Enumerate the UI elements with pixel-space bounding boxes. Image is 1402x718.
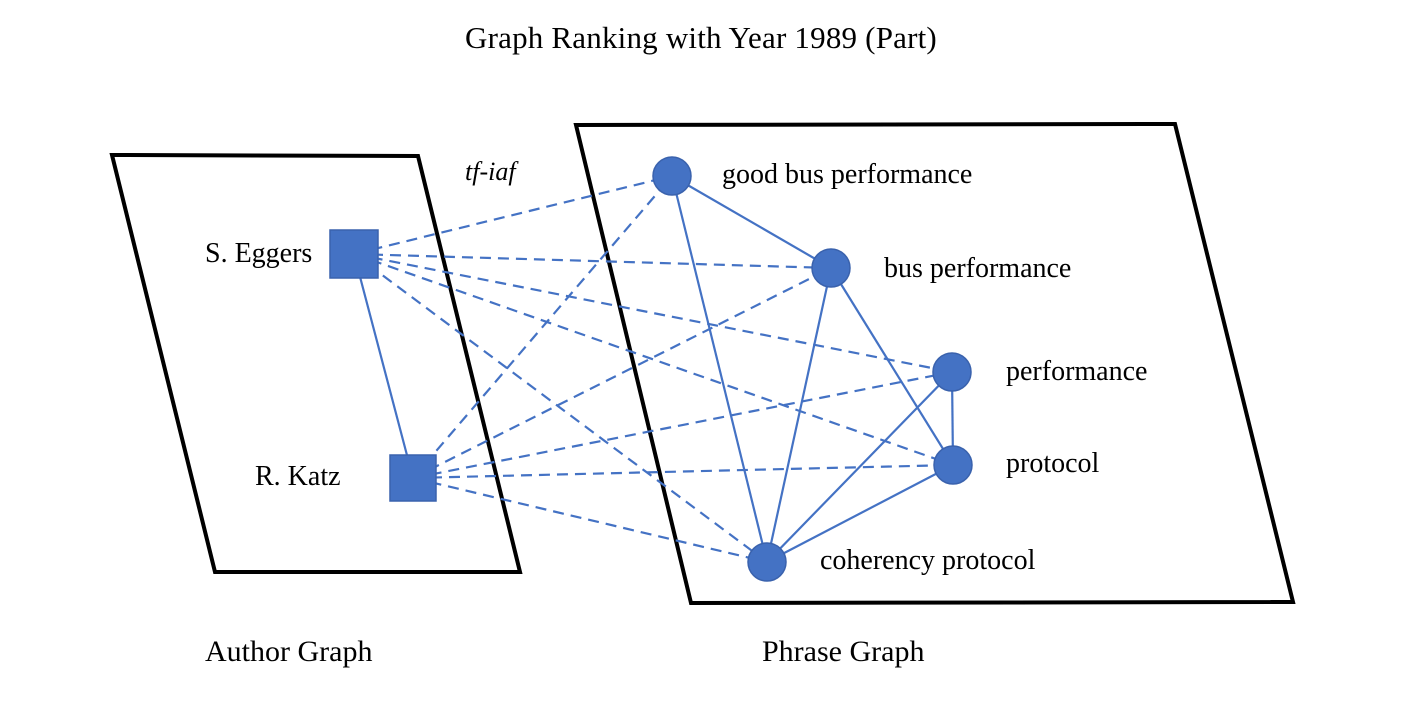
cross-edge: [412, 463, 954, 480]
graph-node-good_bus_performance[interactable]: [652, 156, 692, 196]
node-label-performance: performance: [1006, 356, 1148, 387]
node-label-katz: R. Katz: [255, 461, 341, 492]
cross-edge: [353, 252, 832, 270]
node-label-coherency_protocol: coherency protocol: [820, 545, 1036, 576]
cross-edge: [353, 253, 768, 563]
phrase-graph-caption: Phrase Graph: [762, 635, 925, 668]
tf-iaf-annotation: tf-iaf: [465, 157, 516, 186]
phrase-edges-layer: [670, 175, 955, 563]
graph-node-bus_performance[interactable]: [811, 248, 851, 288]
node-label-bus_performance: bus performance: [884, 253, 1072, 284]
panel-outlines: [109, 121, 1296, 606]
cross-edge: [353, 252, 953, 374]
node-label-good_bus_performance: good bus performance: [722, 159, 973, 190]
author-panel-outline: [109, 152, 523, 574]
phrase-edge: [671, 175, 832, 269]
graph-node-protocol[interactable]: [933, 445, 973, 485]
node-label-protocol: protocol: [1006, 448, 1100, 479]
cross-edge: [412, 267, 832, 479]
phrase-edge: [830, 267, 954, 466]
graph-node-eggers[interactable]: [329, 229, 379, 279]
author-edges-layer: [352, 253, 415, 479]
cross-edge: [412, 370, 953, 480]
phrase-edge: [765, 267, 833, 563]
node-label-eggers: S. Eggers: [205, 238, 313, 269]
page-title: Graph Ranking with Year 1989 (Part): [465, 20, 937, 55]
nodes-layer: [329, 156, 973, 582]
phrase-edge: [670, 175, 769, 563]
graph-node-coherency_protocol[interactable]: [747, 542, 787, 582]
phrase-panel-outline: [573, 121, 1296, 606]
cross-edge: [353, 174, 673, 256]
phrase-edge: [766, 371, 953, 563]
author-graph-caption: Author Graph: [205, 635, 373, 668]
cross-edge: [353, 252, 954, 467]
cross-edge: [412, 476, 768, 564]
author-edge: [352, 253, 415, 479]
phrase-edge: [766, 464, 954, 563]
cross-edges-layer: [353, 174, 954, 564]
cross-edge: [412, 175, 673, 479]
graph-node-katz[interactable]: [389, 454, 437, 502]
graph-node-performance[interactable]: [932, 352, 972, 392]
